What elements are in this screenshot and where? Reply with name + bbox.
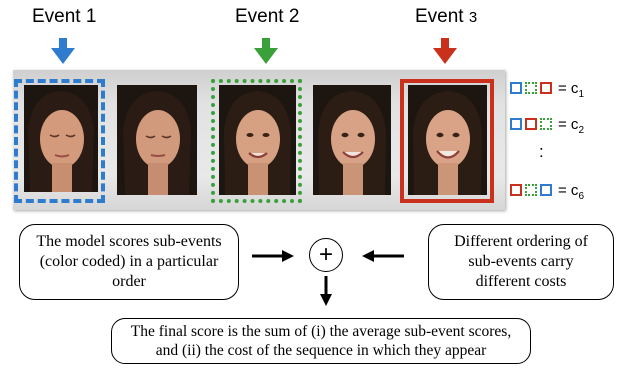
final-score-box: The final score is the sum of (i) the av… xyxy=(111,318,531,364)
legend-1-sub: 1 xyxy=(578,89,584,100)
model-scores-box: The model scores sub-events (color coded… xyxy=(19,224,239,300)
legend-3-blue-icon xyxy=(540,184,552,196)
event-2-label: Event 2 xyxy=(235,6,300,27)
event-1-label: Event 1 xyxy=(32,6,97,27)
legend-row-1: = c1 xyxy=(510,80,620,100)
video-frame-4 xyxy=(313,85,391,195)
legend-3-green-icon xyxy=(525,184,537,196)
video-frame-5 xyxy=(408,85,487,195)
down-arrow xyxy=(320,276,332,306)
left-arrow xyxy=(362,250,404,262)
event-2-arrow xyxy=(254,38,278,64)
event-1-arrow xyxy=(51,38,75,64)
legend-row-3: = c6 xyxy=(510,182,620,202)
video-frame-3 xyxy=(219,85,296,195)
legend-2-blue-icon xyxy=(510,118,522,130)
legend-2-sub: 2 xyxy=(578,125,584,136)
legend-3-label: = c6 xyxy=(558,182,584,202)
event-3-word: Event xyxy=(415,6,469,27)
legend-1-green-icon xyxy=(525,82,537,94)
video-frame-2 xyxy=(117,85,197,195)
legend-1-blue-icon xyxy=(510,82,522,94)
legend-2-red-icon xyxy=(525,118,537,130)
event-3-box xyxy=(400,79,494,203)
legend-3-text: = c xyxy=(558,182,579,199)
event-3-arrow xyxy=(433,38,457,64)
legend-1-red-icon xyxy=(540,82,552,94)
legend-3-red-icon xyxy=(510,184,522,196)
video-frame-1 xyxy=(24,85,98,192)
event-1-box xyxy=(14,79,105,203)
legend-3-sub: 6 xyxy=(578,191,584,202)
event-3-label: Event 3 xyxy=(415,6,477,28)
ordering-costs-box: Different ordering of sub-events carry d… xyxy=(428,224,614,300)
legend-2-green-icon xyxy=(540,118,552,130)
legend-1-label: = c1 xyxy=(558,80,584,100)
legend-1-text: = c xyxy=(558,80,579,97)
legend-ellipsis: : xyxy=(539,142,544,161)
right-arrow xyxy=(252,250,294,262)
legend-row-2: = c2 xyxy=(510,116,620,136)
legend-2-text: = c xyxy=(558,116,579,133)
legend-2-label: = c2 xyxy=(558,116,584,136)
event-3-number: 3 xyxy=(468,9,478,26)
sum-operator: + xyxy=(309,238,343,272)
event-2-box xyxy=(211,79,302,203)
